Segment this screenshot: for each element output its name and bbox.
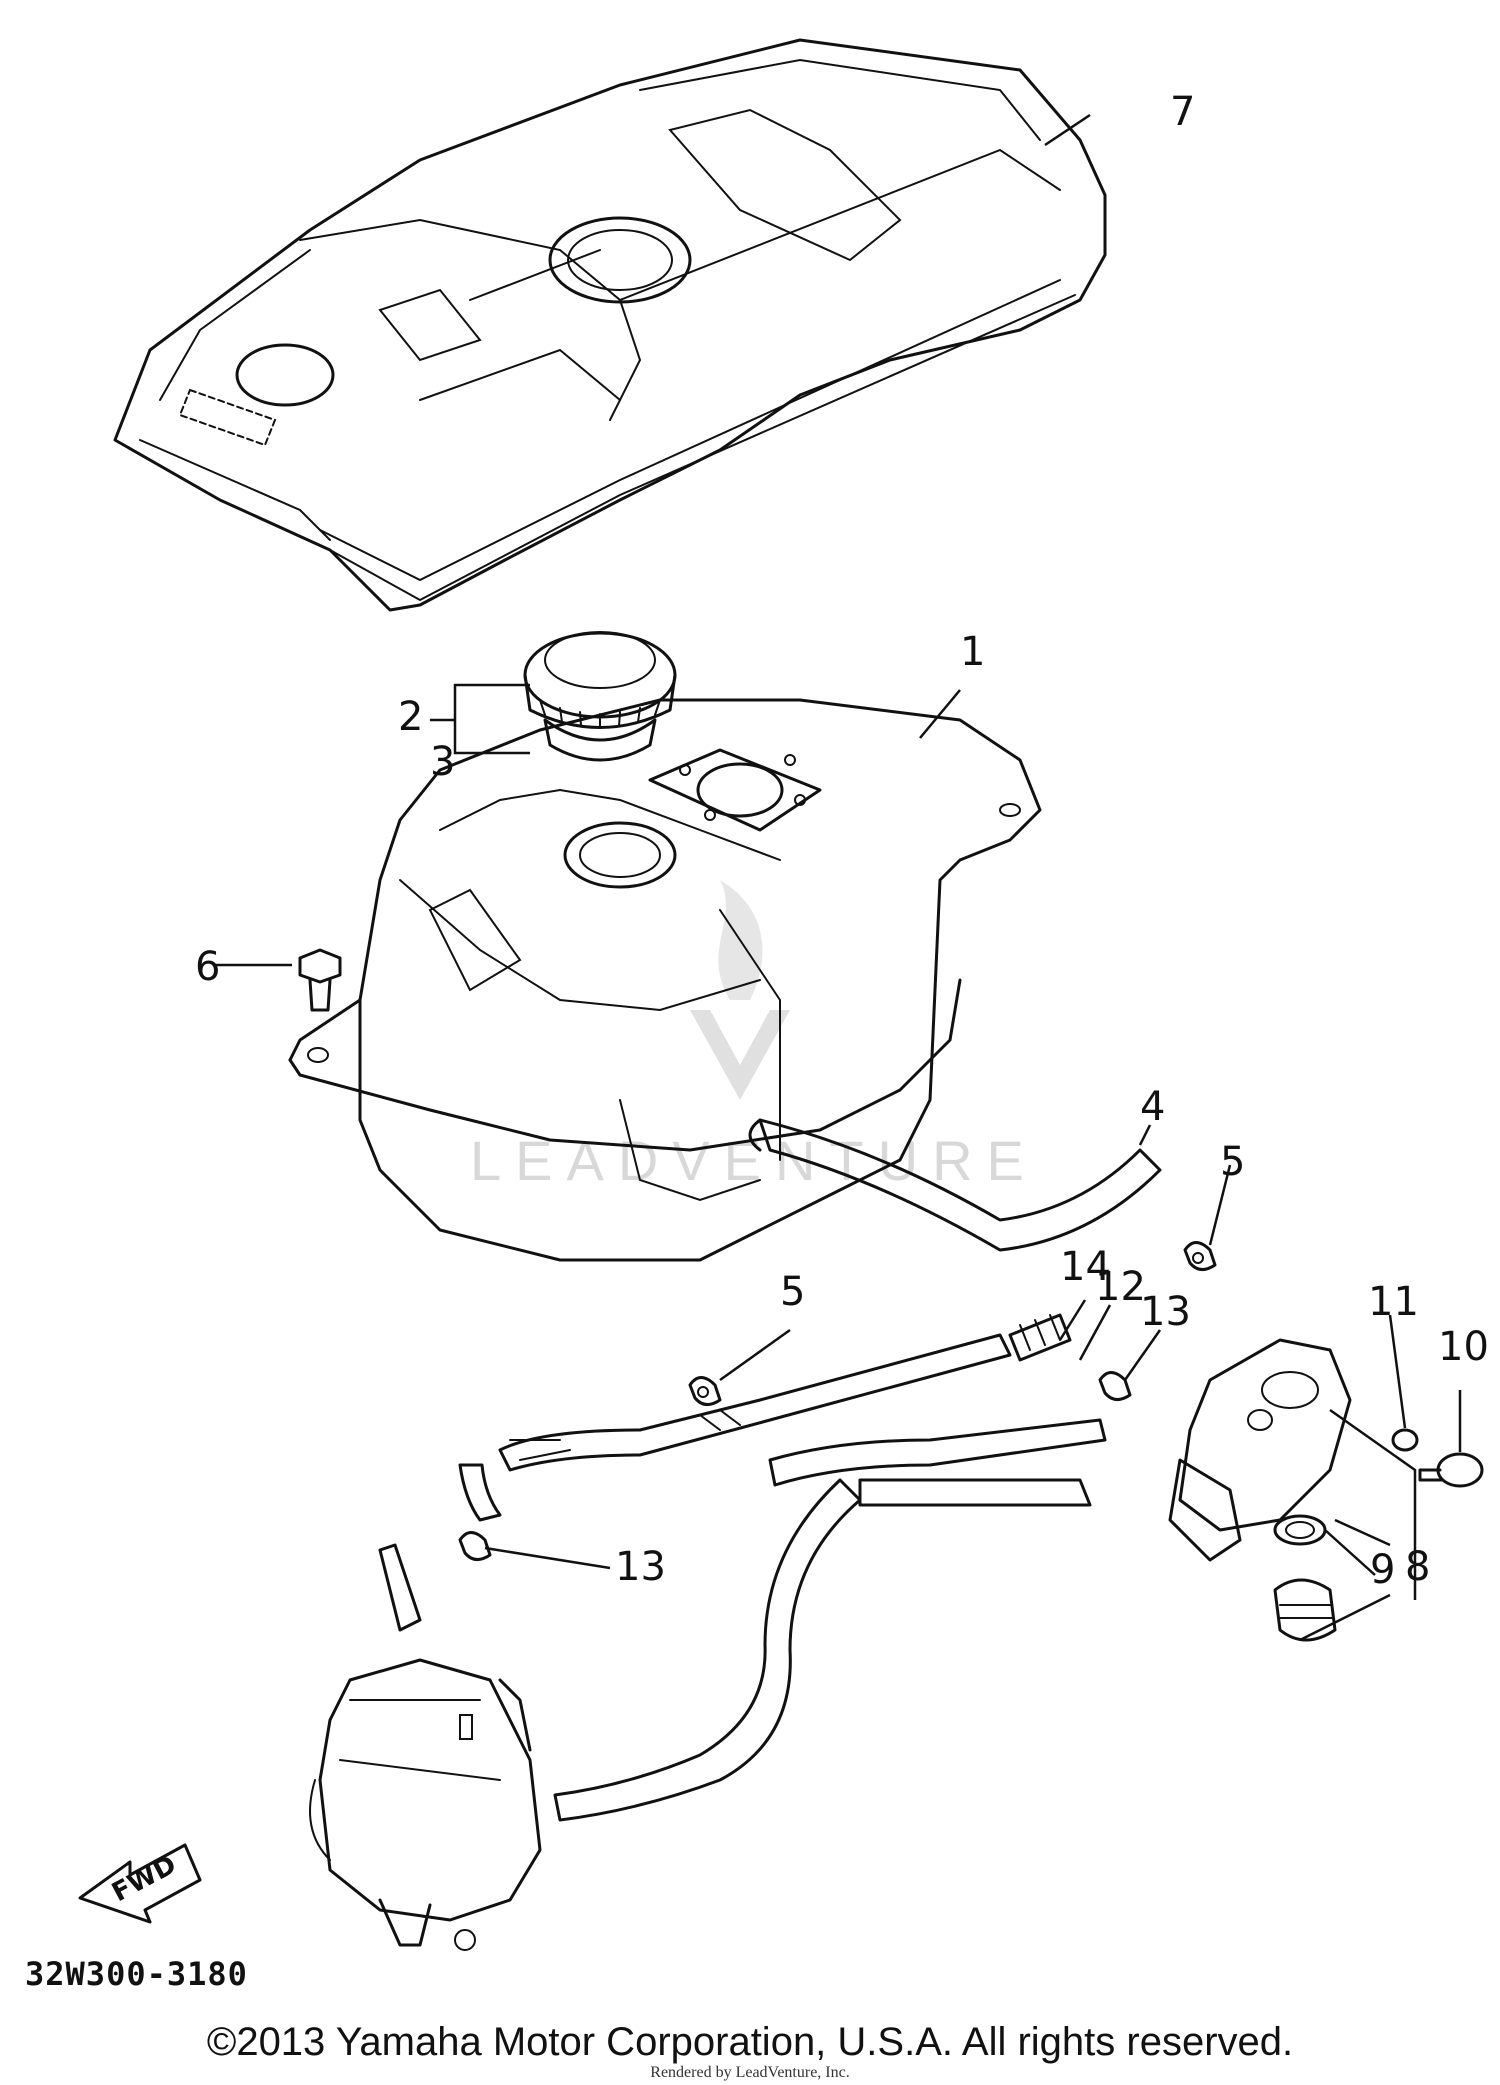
part-9-bowl — [1273, 1578, 1337, 1642]
part-9-gasket — [1273, 1514, 1327, 1546]
callout-11: 11 — [1368, 1279, 1419, 1325]
part-8-fuel-cock — [1168, 1338, 1352, 1562]
callout-12: 12 — [1095, 1264, 1146, 1310]
part-6-bolt — [298, 948, 342, 1012]
part-2-fuel-cap — [523, 631, 677, 729]
part-5-clamp-b — [1183, 1241, 1217, 1271]
callout-2: 2 — [398, 694, 423, 740]
callout-5b: 5 — [1220, 1139, 1245, 1185]
callout-4: 4 — [1140, 1084, 1165, 1130]
fwd-label: FWD — [107, 1850, 181, 1908]
part-13-clip-b — [458, 1531, 492, 1561]
callouts: 1 2 3 4 5 5 6 7 8 9 10 11 12 13 13 14 — [195, 89, 1489, 1593]
callout-14: 14 — [1060, 1244, 1111, 1290]
callout-8: 8 — [1405, 1544, 1430, 1590]
callout-13a: 13 — [1140, 1289, 1191, 1335]
part-14-hose — [458, 1313, 1072, 1522]
callout-9: 9 — [1370, 1547, 1395, 1593]
part-7-cover — [113, 38, 1107, 612]
part-1-fuel-tank — [288, 698, 1042, 1262]
callout-6: 6 — [195, 944, 220, 990]
copyright-notice: ©2013 Yamaha Motor Corporation, U.S.A. A… — [206, 2020, 1294, 2064]
diagram-code: 32W300-3180 — [25, 1955, 248, 1993]
part-12-hose — [553, 1418, 1107, 1822]
part-13-clip-a — [1098, 1371, 1132, 1401]
part-4-hose — [748, 1118, 1162, 1252]
watermark-v-icon — [690, 1010, 790, 1100]
callout-5a: 5 — [780, 1269, 805, 1315]
fwd-arrow-icon: FWD — [78, 1843, 202, 1924]
part-10-screw — [1418, 1452, 1484, 1488]
render-credit: Rendered by LeadVenture, Inc. — [650, 2064, 850, 2081]
callout-10: 10 — [1438, 1324, 1489, 1370]
part-3-gasket — [543, 718, 657, 762]
callout-1: 1 — [960, 629, 985, 675]
callout-7: 7 — [1170, 89, 1195, 135]
part-11-washer — [1391, 1428, 1419, 1452]
leader-lines — [215, 113, 1462, 1642]
part-5-clamp-a — [688, 1376, 722, 1406]
callout-13b: 13 — [615, 1544, 666, 1590]
carburetor — [309, 1543, 542, 1951]
callout-3: 3 — [430, 739, 455, 785]
